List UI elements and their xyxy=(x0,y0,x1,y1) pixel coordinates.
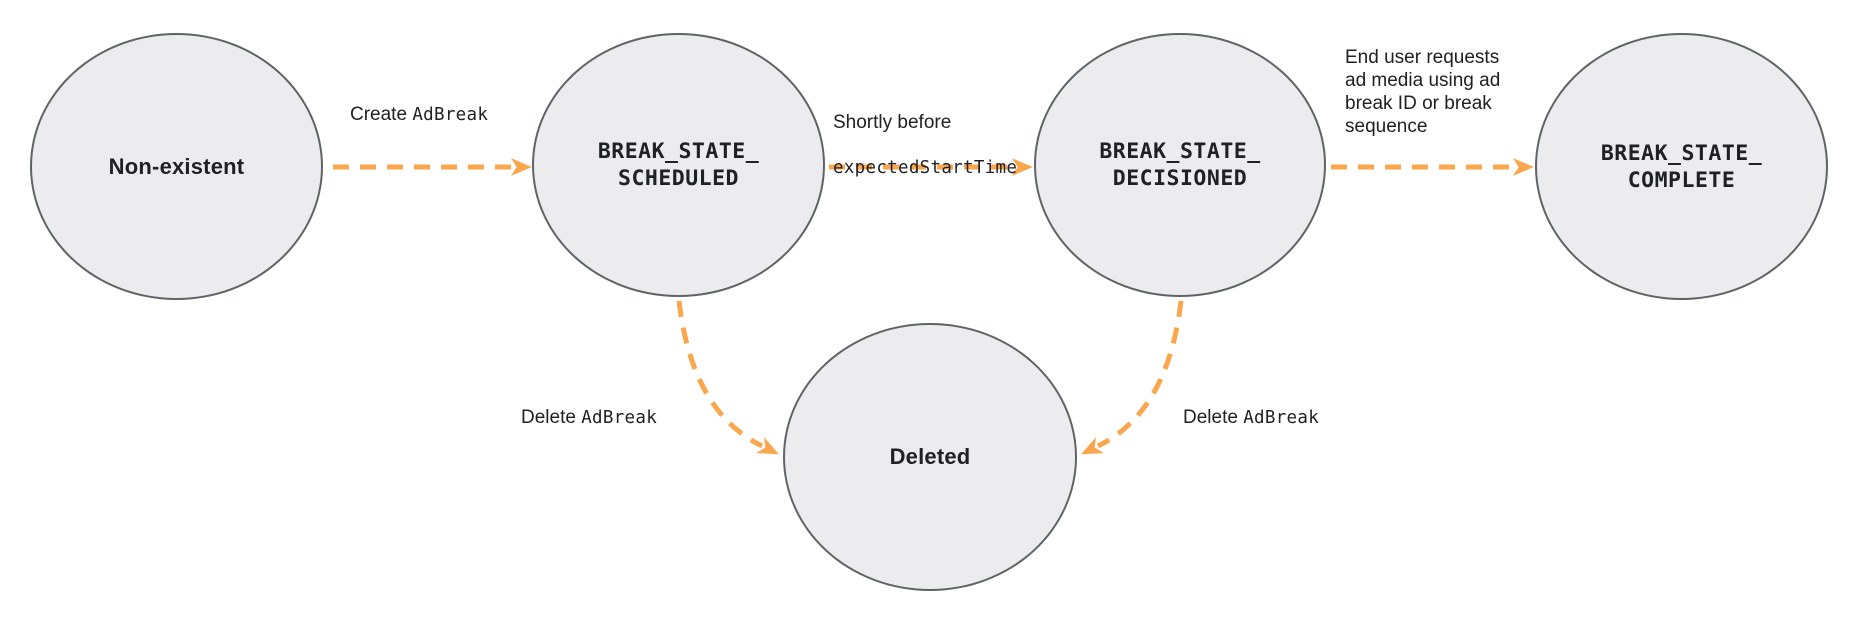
node-break-state-scheduled: BREAK_STATE_ SCHEDULED xyxy=(532,33,825,297)
label-shortly-before-line1: Shortly before xyxy=(833,112,952,133)
label-end-user-requests: End user requests ad media using ad brea… xyxy=(1345,47,1501,137)
label-delete-adbreak-left: Delete AdBreak xyxy=(521,406,657,430)
label-create-adbreak-text: Create xyxy=(350,104,413,125)
node-break-state-scheduled-line2: SCHEDULED xyxy=(618,166,739,191)
node-non-existent-label: Non-existent xyxy=(108,153,245,179)
edge-delete-adbreak-left-arrow xyxy=(676,300,779,455)
node-break-state-complete-line1: BREAK_STATE_ xyxy=(1600,140,1763,166)
label-create-adbreak: Create AdBreak xyxy=(350,103,488,127)
node-break-state-complete-line2: COMPLETE xyxy=(1627,167,1736,193)
node-deleted: Deleted xyxy=(783,323,1077,591)
label-delete-adbreak-right-code: AdBreak xyxy=(1243,408,1320,428)
node-non-existent: Non-existent xyxy=(30,33,323,300)
label-delete-adbreak-left-text: Delete xyxy=(521,407,582,428)
node-break-state-decisioned: BREAK_STATE_ DECISIONED xyxy=(1034,33,1326,297)
edge-delete-adbreak-right-arrow xyxy=(1081,300,1184,455)
node-break-state-decisioned-line1: BREAK_STATE_ xyxy=(1099,139,1261,164)
label-shortly-before: Shortly before expectedStartTime xyxy=(833,88,1017,203)
label-delete-adbreak-left-code: AdBreak xyxy=(581,408,658,428)
label-shortly-before-code: expectedStartTime xyxy=(833,158,1018,178)
node-break-state-decisioned-line2: DECISIONED xyxy=(1112,166,1248,191)
label-delete-adbreak-right-text: Delete xyxy=(1183,407,1244,428)
node-break-state-complete: BREAK_STATE_ COMPLETE xyxy=(1535,33,1828,300)
node-deleted-label: Deleted xyxy=(889,444,971,469)
node-break-state-scheduled-line1: BREAK_STATE_ xyxy=(597,139,760,164)
label-create-adbreak-code: AdBreak xyxy=(412,105,489,125)
label-delete-adbreak-right: Delete AdBreak xyxy=(1183,406,1319,430)
